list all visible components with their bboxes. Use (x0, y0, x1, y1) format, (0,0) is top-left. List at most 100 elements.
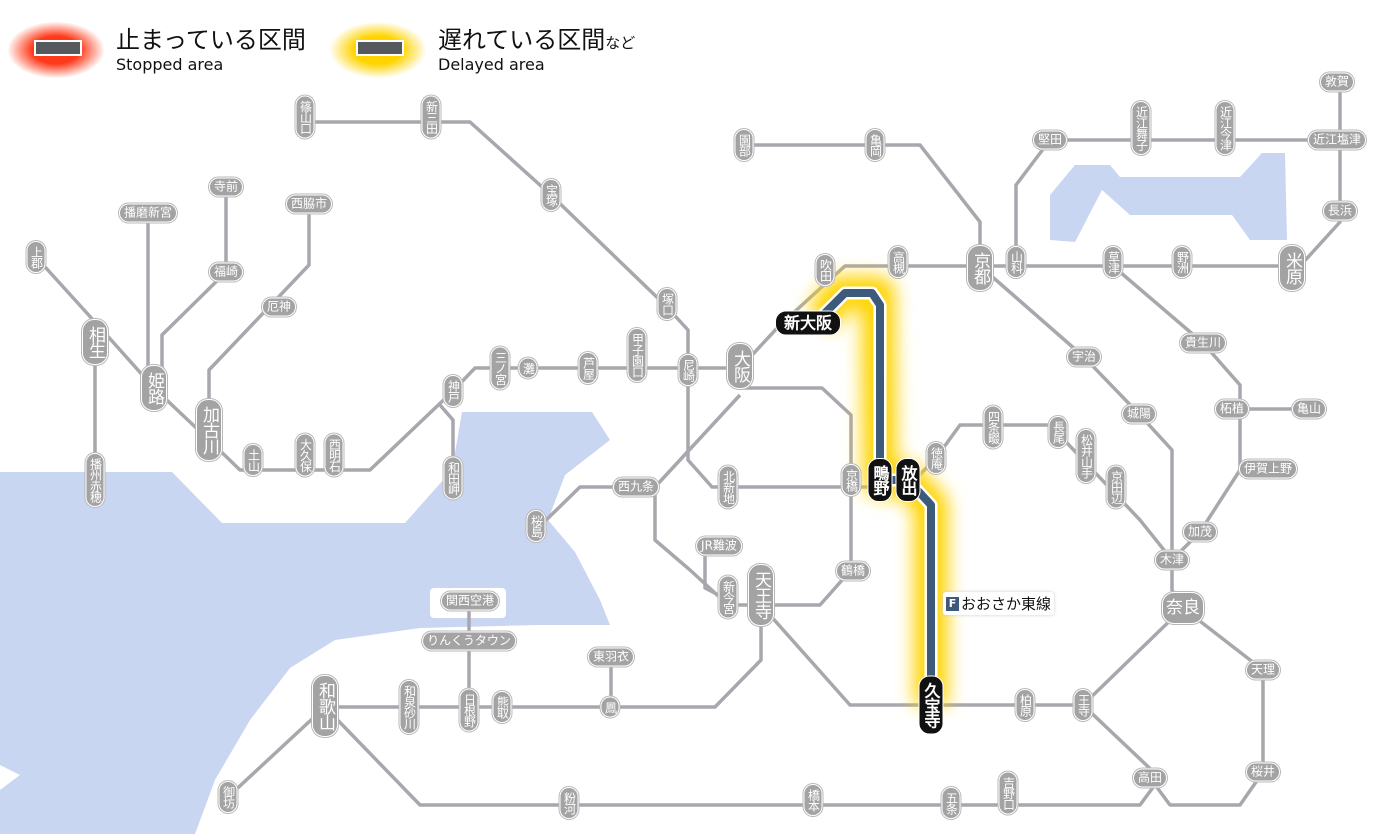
station-shigino[interactable]: 鴫野 (867, 458, 893, 502)
legend-delayed-jp-suffix: など (605, 34, 636, 52)
station-sonobe[interactable]: 園部 (734, 129, 754, 161)
line-sagano (744, 143, 982, 266)
station-koshienguchi[interactable]: 甲子園口 (627, 328, 647, 382)
line-badge: F (946, 596, 959, 611)
station-kansaikuko[interactable]: 関西空港 (440, 591, 500, 611)
station-joyo[interactable]: 城陽 (1121, 404, 1157, 424)
station-gobo[interactable]: 御坊 (218, 781, 238, 813)
stopped-bar-swatch (34, 40, 82, 56)
station-sannomiya[interactable]: 三ノ宮 (490, 346, 510, 390)
line-fukuchiyama (305, 120, 880, 489)
station-gojo[interactable]: 五条 (941, 787, 961, 819)
station-harimashingu[interactable]: 播磨新宮 (118, 203, 178, 223)
station-kyobashi[interactable]: 京橋 (841, 464, 861, 496)
station-kameoka[interactable]: 亀岡 (865, 129, 885, 161)
station-tokuan[interactable]: 徳庵 (926, 442, 946, 474)
station-okubo[interactable]: 大久保 (295, 433, 315, 477)
station-kameyama[interactable]: 亀山 (1291, 399, 1327, 419)
station-teramae[interactable]: 寺前 (208, 177, 244, 197)
station-kizu[interactable]: 木津 (1154, 550, 1190, 570)
rail-lines (34, 80, 1342, 807)
station-tsukaguchi[interactable]: 塚口 (657, 288, 677, 320)
station-kokawa[interactable]: 粉河 (559, 787, 579, 819)
station-kyotanabe[interactable]: 京田辺 (1106, 465, 1126, 509)
line-kosei (1014, 138, 1337, 266)
station-nishikujo[interactable]: 西九条 (612, 477, 660, 497)
station-osaka[interactable]: 大阪 (727, 343, 753, 389)
station-aioi[interactable]: 相生 (82, 319, 108, 365)
osaka-higashi-line-label[interactable]: F おおさか東線 (943, 592, 1055, 615)
station-kusatsu[interactable]: 草津 (1103, 246, 1123, 278)
line-wakayama (323, 703, 1162, 807)
station-tsuge[interactable]: 柘植 (1214, 399, 1250, 419)
station-banshuako[interactable]: 播州赤穂 (85, 453, 105, 507)
station-omishiotsu[interactable]: 近江塩津 (1307, 130, 1367, 150)
station-wakayama[interactable]: 和歌山 (312, 675, 338, 737)
station-nagahama[interactable]: 長浜 (1322, 201, 1358, 221)
station-kyuhoji[interactable]: 久宝寺 (918, 675, 944, 735)
station-rinkutown[interactable]: りんくうタウン (422, 631, 516, 651)
station-omimaiko[interactable]: 近江舞子 (1131, 101, 1151, 155)
station-sakurajima[interactable]: 桜島 (526, 510, 546, 542)
station-katata[interactable]: 堅田 (1032, 130, 1068, 150)
station-igaueno[interactable]: 伊賀上野 (1238, 459, 1298, 479)
station-yoshinoguchi[interactable]: 吉野口 (998, 771, 1018, 815)
station-matsuiyamate[interactable]: 松井山手 (1076, 429, 1096, 483)
station-kashiwara[interactable]: 柏原 (1015, 689, 1035, 721)
station-tsuchiyama[interactable]: 土山 (243, 444, 263, 476)
station-ashiya[interactable]: 芦屋 (578, 352, 598, 384)
station-takatsuki[interactable]: 高槻 (888, 246, 908, 278)
station-himeji[interactable]: 姫路 (141, 365, 167, 411)
station-amagasaki[interactable]: 尼崎 (678, 354, 698, 386)
station-kamigori[interactable]: 上郡 (26, 241, 46, 273)
station-hashimoto[interactable]: 橋本 (803, 784, 823, 816)
station-takada[interactable]: 高田 (1132, 768, 1168, 788)
osaka-bay (0, 412, 610, 834)
station-oji[interactable]: 王寺 (1073, 689, 1093, 721)
station-tsuruhashi[interactable]: 鶴橋 (835, 561, 871, 581)
station-maibara[interactable]: 米原 (1279, 245, 1305, 291)
station-takarazuka[interactable]: 宝塚 (541, 179, 561, 211)
line-kisei (226, 705, 327, 799)
delayed-bar-swatch (356, 40, 404, 56)
station-uji[interactable]: 宇治 (1066, 347, 1102, 367)
station-yakujin[interactable]: 厄神 (261, 297, 297, 317)
station-shinsanda[interactable]: 新三田 (421, 95, 441, 139)
station-suita[interactable]: 吹田 (815, 254, 835, 286)
station-nagao[interactable]: 長尾 (1048, 416, 1068, 448)
line-kusatsu (1111, 264, 1242, 409)
water (0, 153, 1287, 834)
station-hanaten[interactable]: 放出 (895, 458, 921, 502)
station-sasayamaguchi[interactable]: 篠山口 (295, 95, 315, 139)
station-kyoto[interactable]: 京都 (967, 245, 993, 291)
station-kamo[interactable]: 加茂 (1182, 522, 1218, 542)
station-hineno[interactable]: 日根野 (459, 688, 479, 732)
station-shijonawate[interactable]: 四条畷 (983, 405, 1003, 449)
station-omiimazu[interactable]: 近江今津 (1215, 101, 1235, 155)
station-nishiakashi[interactable]: 西明石 (324, 433, 344, 477)
station-jrnamba[interactable]: JR難波 (696, 536, 742, 556)
station-higashihagoromo[interactable]: 東羽衣 (587, 647, 635, 667)
station-otori[interactable]: 鳳 (600, 696, 620, 718)
station-yasu[interactable]: 野洲 (1172, 246, 1192, 278)
station-kitashinchi[interactable]: 北新地 (718, 465, 738, 509)
station-kumatori[interactable]: 熊取 (492, 691, 512, 723)
station-tenri[interactable]: 天理 (1245, 660, 1281, 680)
legend-stopped-en: Stopped area (116, 55, 224, 74)
station-yamashina[interactable]: 山科 (1006, 246, 1026, 278)
station-sakurai[interactable]: 桜井 (1245, 762, 1281, 782)
station-nishiwakishi[interactable]: 西脇市 (285, 194, 333, 214)
station-nada[interactable]: 灘 (518, 357, 538, 379)
station-shinimamiya[interactable]: 新今宮 (718, 575, 738, 619)
line-osaka-higashi[interactable] (819, 289, 935, 705)
station-kobe[interactable]: 神戸 (443, 375, 463, 407)
station-wadamisaki[interactable]: 和田岬 (443, 456, 463, 500)
station-shinosaka[interactable]: 新大阪 (774, 310, 842, 336)
station-izumisunagawa[interactable]: 和泉砂川 (399, 680, 419, 734)
station-tennoji[interactable]: 天王寺 (748, 564, 774, 626)
station-kibukawa[interactable]: 貴生川 (1179, 333, 1227, 353)
station-kakogawa[interactable]: 加古川 (196, 399, 222, 461)
station-fukusaki[interactable]: 福崎 (208, 262, 244, 282)
station-nara[interactable]: 奈良 (1162, 592, 1204, 624)
station-tsuruga[interactable]: 敦賀 (1319, 72, 1355, 92)
